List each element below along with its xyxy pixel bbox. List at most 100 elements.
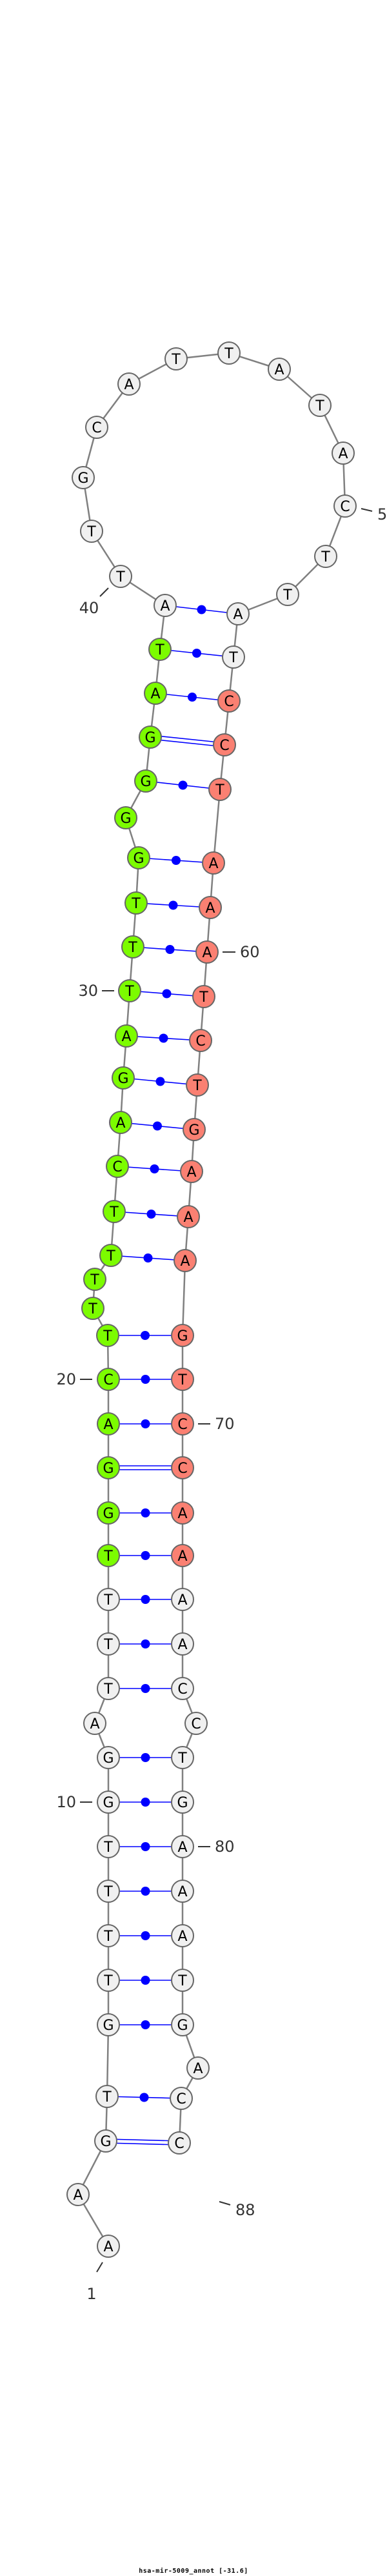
- nucleotide-74: A: [171, 1588, 194, 1611]
- backbone-segment: [106, 2024, 110, 2097]
- nucleotide-35: G: [134, 769, 157, 793]
- nucleotide-2: A: [66, 2183, 90, 2206]
- nucleotide-29: A: [115, 1024, 138, 1048]
- nucleotide-letter: G: [188, 1122, 199, 1139]
- pair-dot: [153, 1121, 162, 1131]
- nucleotide-letter: A: [160, 598, 170, 614]
- nucleotide-letter: T: [102, 2089, 112, 2105]
- pair-dot: [141, 1508, 150, 1517]
- nucleotide-letter: G: [133, 851, 144, 867]
- position-label-88: 88: [235, 2201, 255, 2219]
- nucleotide-86: C: [170, 2087, 193, 2110]
- nucleotide-75: A: [171, 1632, 194, 1656]
- nucleotide-46: T: [217, 341, 241, 365]
- position-label-60: 60: [240, 943, 260, 961]
- position-tick: [361, 508, 373, 512]
- pair-dot: [192, 649, 201, 658]
- nucleotide-letter: T: [283, 587, 292, 603]
- backbone: [77, 352, 346, 2247]
- nucleotide-letter: A: [177, 1637, 187, 1653]
- nucleotide-letter: A: [193, 2061, 203, 2077]
- nucleotide-53: A: [226, 602, 250, 625]
- nucleotide-87: C: [168, 2131, 191, 2155]
- position-label-20: 20: [56, 1370, 76, 1388]
- nucleotide-letter: T: [103, 1637, 113, 1653]
- position-label-80: 80: [215, 1838, 235, 1856]
- position-label-50: 50: [377, 505, 387, 523]
- nucleotide-letter: G: [177, 1328, 188, 1344]
- nucleotide-67: A: [174, 1249, 197, 1272]
- position-label-70: 70: [215, 1415, 235, 1433]
- nucleotide-letter: G: [103, 1795, 114, 1811]
- nucleotide-letter: A: [150, 686, 160, 702]
- nucleotide-letter: A: [177, 1929, 187, 1945]
- pair-dot: [141, 2020, 150, 2029]
- nucleotide-12: A: [83, 1712, 106, 1735]
- nucleotide-51: T: [314, 545, 337, 568]
- nucleotide-16: T: [97, 1544, 120, 1567]
- nucleotide-letter: T: [215, 782, 224, 798]
- nucleotide-25: T: [103, 1200, 126, 1223]
- nucleotide-9: T: [97, 1835, 120, 1858]
- nucleotide-letter: T: [103, 1973, 113, 1989]
- nucleotide-letter: A: [180, 1253, 190, 1270]
- pair-dot: [188, 693, 197, 702]
- nucleotide-71: C: [171, 1456, 194, 1479]
- nucleotide-49: A: [332, 441, 355, 465]
- nucleotide-letter: C: [340, 499, 350, 515]
- pair-dot: [141, 1976, 150, 1985]
- nucleotide-20: C: [97, 1368, 120, 1391]
- nucleotide-41: T: [80, 520, 103, 543]
- nucleotide-42: G: [72, 466, 95, 489]
- gc-pair-line: [106, 2138, 180, 2142]
- position-tick: [96, 2262, 103, 2273]
- nucleotide-letter: C: [92, 420, 101, 436]
- nucleotide-8: T: [97, 1880, 120, 1903]
- nucleotide-letter: C: [103, 1372, 113, 1388]
- nucleotide-11: G: [97, 1746, 120, 1769]
- nucleotide-letter: A: [205, 900, 215, 917]
- nucleotide-letter: A: [103, 1417, 113, 1433]
- nucleotide-letter: T: [155, 642, 164, 658]
- nucleotide-68: G: [171, 1324, 194, 1347]
- pair-dot: [168, 900, 178, 910]
- nucleotide-39: A: [154, 594, 177, 617]
- nucleotide-letter: T: [103, 1681, 113, 1698]
- nucleotide-5: G: [97, 2013, 120, 2036]
- base-pairs: [105, 605, 239, 2145]
- nucleotide-28: G: [112, 1066, 135, 1090]
- nucleotide-letter: T: [103, 1929, 113, 1945]
- nucleotide-38: T: [148, 638, 172, 661]
- nucleotide-66: A: [177, 1205, 200, 1228]
- position-tick: [219, 2201, 231, 2206]
- nucleotide-letter: T: [103, 1592, 113, 1608]
- nucleotide-letter: C: [174, 2136, 184, 2152]
- nucleotide-82: A: [171, 1924, 194, 1947]
- backbone-segment: [181, 1260, 186, 1336]
- position-label-30: 30: [78, 982, 98, 1000]
- nucleotide-70: C: [171, 1412, 194, 1435]
- gc-pair-line: [150, 735, 225, 744]
- nucleotide-letter: T: [109, 1204, 119, 1221]
- nucleotide-57: T: [208, 778, 232, 801]
- nucleotide-26: C: [106, 1155, 129, 1178]
- nucleotide-64: G: [183, 1118, 206, 1141]
- pair-dot: [159, 1033, 168, 1043]
- nucleotide-77: C: [184, 1712, 208, 1735]
- nucleotide-63: T: [186, 1073, 209, 1097]
- nucleotide-15: T: [97, 1588, 120, 1611]
- nucleotide-3: G: [94, 2129, 117, 2153]
- nucleotide-73: A: [171, 1544, 194, 1567]
- nucleotide-81: A: [171, 1880, 194, 1903]
- nucleotide-letter: G: [103, 1461, 114, 1477]
- nucleotide-27: A: [109, 1111, 132, 1134]
- nucleotide-14: T: [97, 1632, 120, 1656]
- nucleotide-letter: A: [121, 1029, 131, 1045]
- nucleotide-36: G: [139, 725, 162, 749]
- nucleotide-letter: G: [177, 2018, 188, 2034]
- nucleotide-letter: A: [177, 1592, 187, 1608]
- nucleotide-letter: C: [195, 1033, 205, 1050]
- nucleotide-letter: A: [115, 1115, 125, 1131]
- nucleotide-letter: T: [103, 1840, 113, 1856]
